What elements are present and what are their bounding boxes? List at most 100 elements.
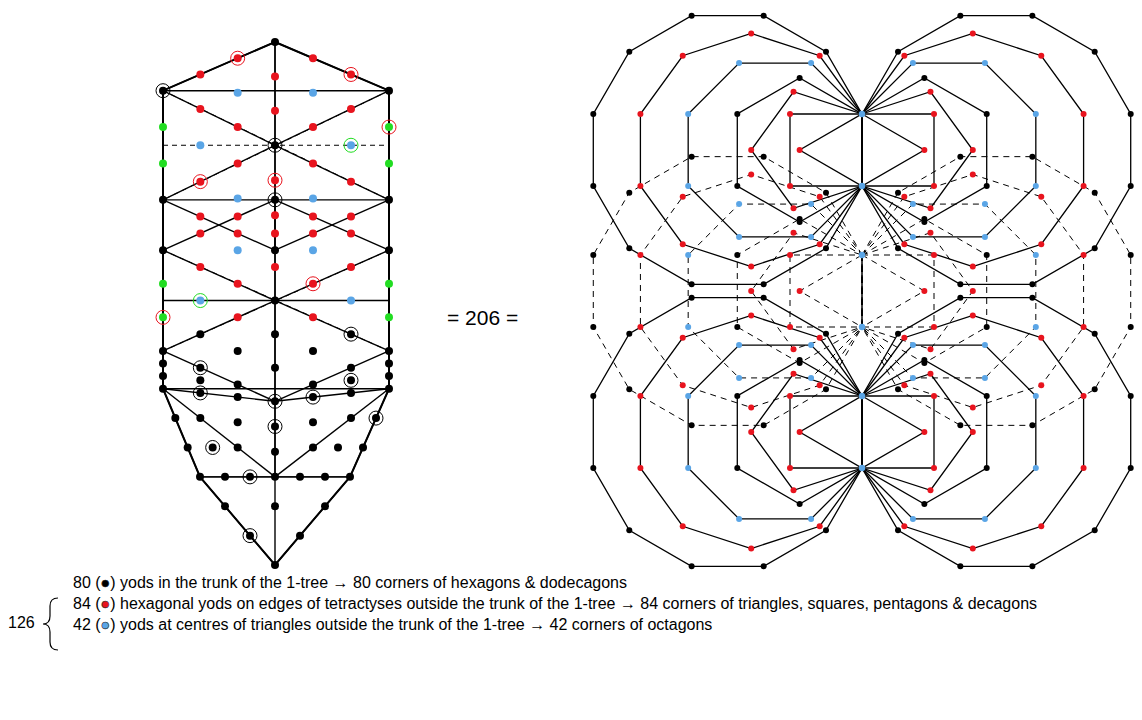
polygon-corner bbox=[626, 386, 632, 392]
polygon-corner bbox=[787, 393, 793, 399]
polygon-corner bbox=[637, 183, 643, 189]
polygon-corner bbox=[921, 288, 927, 294]
polygon-corner bbox=[910, 60, 916, 66]
polygon bbox=[593, 298, 862, 567]
polygon bbox=[800, 255, 862, 327]
polygon-corner bbox=[901, 53, 907, 59]
polygon-corner bbox=[1033, 183, 1039, 189]
polygon bbox=[862, 233, 973, 349]
polygon-corner bbox=[761, 13, 767, 19]
yod bbox=[271, 72, 279, 80]
tree-line bbox=[163, 91, 275, 146]
dashed-line bbox=[163, 91, 389, 200]
polygon-corner bbox=[791, 205, 797, 211]
polygon-corner bbox=[685, 393, 691, 399]
yod bbox=[271, 397, 279, 405]
yod bbox=[271, 448, 279, 456]
dashed-line bbox=[163, 91, 389, 200]
shared-corner bbox=[859, 465, 865, 471]
yod bbox=[159, 347, 167, 355]
polygon-corner bbox=[1029, 422, 1035, 428]
polygon-corner bbox=[931, 393, 937, 399]
polygon bbox=[862, 16, 1131, 285]
polygon-corner bbox=[736, 516, 742, 522]
polygon-corner bbox=[970, 147, 976, 153]
polygon-corner bbox=[927, 371, 933, 377]
yod bbox=[385, 360, 393, 368]
yod bbox=[385, 385, 393, 393]
polygon bbox=[751, 233, 862, 349]
yod-ring bbox=[193, 386, 207, 400]
polygon bbox=[640, 175, 862, 408]
polygon-corner bbox=[689, 154, 695, 160]
yod bbox=[159, 123, 167, 131]
polygon-corner bbox=[689, 422, 695, 428]
yod bbox=[347, 389, 355, 397]
yod bbox=[309, 246, 317, 254]
yod bbox=[271, 229, 279, 237]
polygon-corner bbox=[921, 147, 927, 153]
polygon-corner bbox=[689, 295, 695, 301]
yod bbox=[359, 443, 367, 451]
yod bbox=[309, 443, 317, 451]
yod bbox=[347, 213, 355, 221]
yod bbox=[271, 107, 279, 115]
polygon-corner bbox=[1033, 393, 1039, 399]
yod bbox=[385, 313, 393, 321]
tree-line bbox=[163, 200, 275, 250]
polygon-corner bbox=[736, 201, 742, 207]
polygon-corner bbox=[970, 429, 976, 435]
polygon-corner bbox=[957, 422, 963, 428]
polygon-corner bbox=[748, 288, 754, 294]
yod bbox=[159, 280, 167, 288]
polygon-corner bbox=[921, 357, 927, 363]
polygon-corner bbox=[895, 245, 901, 251]
polygon-corner bbox=[1081, 252, 1087, 258]
polygon-corner bbox=[982, 60, 988, 66]
yod bbox=[385, 123, 393, 131]
yod bbox=[296, 473, 304, 481]
yod bbox=[196, 70, 204, 78]
tree-outline bbox=[163, 42, 389, 565]
polygon bbox=[862, 78, 987, 222]
polygon-corner bbox=[910, 234, 916, 240]
yod bbox=[309, 89, 317, 97]
polygon-corner bbox=[1033, 252, 1039, 258]
polygon-corner bbox=[680, 382, 686, 388]
yod bbox=[171, 414, 179, 422]
polygon bbox=[862, 34, 1084, 267]
yod bbox=[347, 376, 355, 384]
polygon-corner bbox=[761, 422, 767, 428]
polygon-corner bbox=[823, 386, 829, 392]
yod bbox=[234, 54, 242, 62]
yod bbox=[309, 347, 317, 355]
yod-ring bbox=[369, 411, 383, 425]
polygon bbox=[862, 175, 1084, 408]
polygon-corner bbox=[626, 245, 632, 251]
yod bbox=[347, 414, 355, 422]
polygon-corner bbox=[590, 183, 596, 189]
polygon-corner bbox=[797, 429, 803, 435]
polygon-corner bbox=[957, 281, 963, 287]
polygon-corner bbox=[1029, 13, 1035, 19]
yod bbox=[159, 246, 167, 254]
polygon-corner bbox=[797, 147, 803, 153]
polygon-corner bbox=[817, 241, 823, 247]
dashed-line bbox=[163, 250, 389, 351]
polygon-figure bbox=[590, 13, 1133, 570]
yod bbox=[159, 372, 167, 380]
yod bbox=[271, 211, 279, 219]
polygon bbox=[640, 34, 862, 267]
polygon bbox=[593, 16, 862, 285]
shared-corner bbox=[859, 183, 865, 189]
polygon bbox=[862, 114, 924, 186]
yod-ring bbox=[306, 277, 320, 291]
polygon-corner bbox=[734, 393, 740, 399]
polygon-corner bbox=[1128, 111, 1134, 117]
polygon-corner bbox=[927, 230, 933, 236]
polygon-corner bbox=[797, 75, 803, 81]
yod bbox=[234, 418, 242, 426]
polygon bbox=[737, 78, 862, 222]
yod-ring bbox=[156, 310, 170, 324]
polygon-corner bbox=[823, 49, 829, 55]
